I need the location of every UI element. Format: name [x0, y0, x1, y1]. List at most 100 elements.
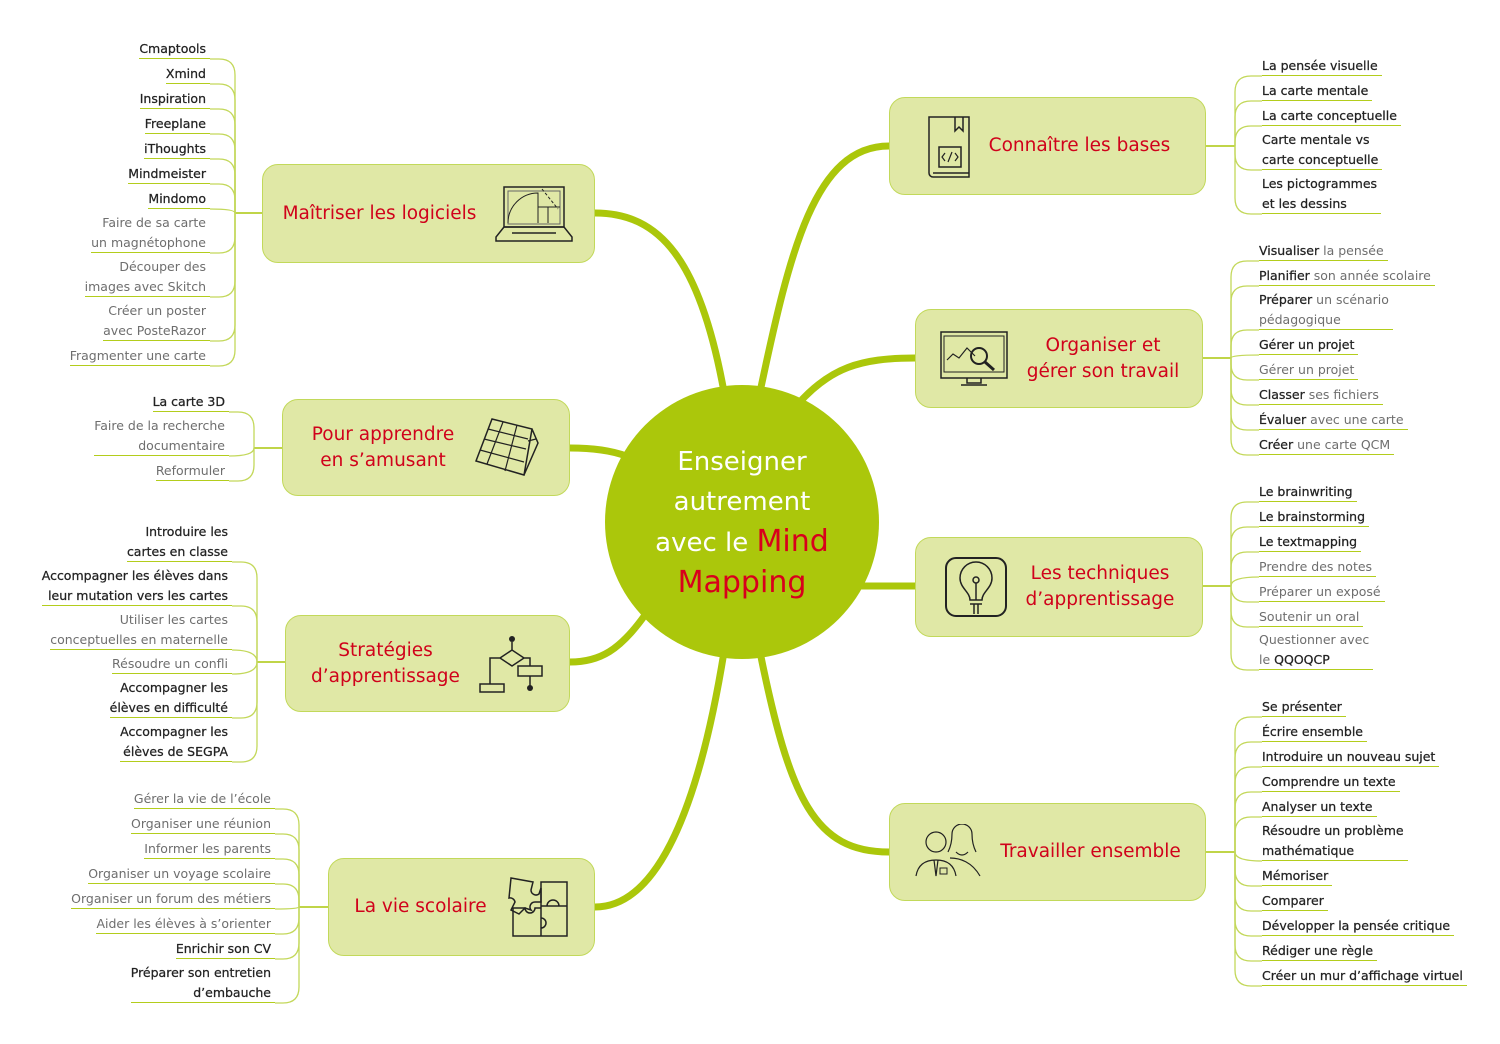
subtopic-text: Créer un mur d’affichage virtuel: [1262, 967, 1463, 983]
subtopic[interactable]: iThoughts: [144, 139, 210, 159]
subtopic[interactable]: Le textmapping: [1259, 532, 1362, 552]
subtopic-connector: [232, 662, 258, 719]
subtopic[interactable]: Les pictogrammes et les dessins: [1262, 174, 1382, 214]
central-highlight-mind: Mind: [756, 523, 829, 559]
subtopic-text: Le textmapping: [1259, 533, 1358, 549]
subtopic-text: Gérer un projet: [1259, 336, 1355, 352]
subtopic-connector: [1234, 766, 1262, 852]
flowchart-icon: [478, 635, 544, 693]
subtopic[interactable]: Visualiser la pensée: [1259, 241, 1388, 261]
subtopic[interactable]: La pensée visuelle: [1262, 56, 1382, 76]
subtopic[interactable]: Reformuler: [155, 461, 229, 481]
branch-connector-tip-strategies: [569, 614, 647, 664]
topic-logiciels[interactable]: Maîtriser les logiciels: [262, 164, 595, 263]
subtopic[interactable]: Informer les parents: [144, 839, 275, 859]
subtopic-connector: [232, 662, 258, 763]
subtopic[interactable]: Gérer la vie de l’école: [133, 789, 275, 809]
subtopic[interactable]: Mindmeister: [128, 164, 210, 184]
topic-amusant[interactable]: Pour apprendre en s’amusant: [282, 399, 570, 496]
subtopic[interactable]: Évaluer avec une carte: [1259, 410, 1408, 430]
subtopic[interactable]: Comparer: [1262, 891, 1328, 911]
subtopic-text: La carte mentale: [1262, 82, 1369, 98]
subtopic[interactable]: Faire de la recherche documentaire: [94, 416, 229, 456]
subtopic[interactable]: Organiser un voyage scolaire: [88, 864, 275, 884]
subtopic-text: Comparer: [1262, 892, 1324, 908]
subtopic[interactable]: Inspiration: [140, 89, 210, 109]
topic-strategies[interactable]: Stratégies d’apprentissage: [285, 615, 570, 712]
subtopic-connector: [1230, 358, 1259, 381]
subtopic-text: Comprendre un texte: [1262, 773, 1396, 789]
subtopic[interactable]: Accompagner les élèves de SEGPA: [120, 722, 232, 762]
subtopic[interactable]: La carte conceptuelle: [1262, 106, 1401, 126]
puzzle-icon: [505, 876, 569, 938]
subtopic[interactable]: Mémoriser: [1262, 866, 1333, 886]
subtopic[interactable]: Soutenir un oral: [1259, 607, 1364, 627]
subtopic[interactable]: Organiser un forum des métiers: [71, 889, 275, 909]
branch-connector-tip-travailler: [758, 651, 890, 854]
subtopic-connector: [1230, 260, 1259, 358]
topic-vie[interactable]: La vie scolaire: [328, 858, 595, 956]
subtopic[interactable]: La carte mentale: [1262, 81, 1373, 101]
subtopic[interactable]: Introduire un nouveau sujet: [1262, 747, 1440, 767]
subtopic[interactable]: Cmaptools: [139, 39, 210, 59]
subtopic-connector: [1234, 851, 1263, 862]
subtopic[interactable]: Rédiger une règle: [1262, 941, 1378, 961]
subtopic[interactable]: La carte 3D: [152, 392, 229, 412]
subtopic[interactable]: Questionner avec le QQOQCP: [1259, 630, 1374, 670]
branch-connector-travailler: [756, 648, 893, 856]
subtopic[interactable]: Créer une carte QCM: [1259, 435, 1395, 455]
subtopic[interactable]: Freeplane: [145, 114, 210, 134]
subtopic[interactable]: Gérer un projet: [1259, 335, 1359, 355]
subtopic[interactable]: Le brainstorming: [1259, 507, 1370, 527]
topic-techniques[interactable]: Les techniques d’apprentissage: [915, 537, 1203, 637]
subtopic[interactable]: Aider les élèves à s’orienter: [96, 914, 275, 934]
subtopic[interactable]: Préparer un exposé: [1259, 582, 1385, 602]
laptop-icon: [494, 185, 574, 243]
subtopic[interactable]: Gérer un projet: [1259, 360, 1359, 380]
subtopic[interactable]: Créer un mur d’affichage virtuel: [1262, 966, 1467, 986]
subtopic[interactable]: Planifier son année scolaire: [1259, 266, 1435, 286]
subtopic[interactable]: Résoudre un problème mathématique: [1262, 821, 1408, 861]
topic-label: Connaître les bases: [988, 135, 1171, 156]
subtopic-connector: [229, 448, 255, 482]
subtopic[interactable]: Analyser un texte: [1262, 797, 1377, 817]
subtopic[interactable]: Accompagner les élèves en difficulté: [109, 678, 232, 718]
topic-bases[interactable]: Connaître les bases: [889, 97, 1206, 195]
subtopic-text: Mémoriser: [1262, 867, 1329, 883]
subtopic-text: Enrichir son CV: [175, 940, 271, 956]
subtopic[interactable]: Enrichir son CV: [175, 939, 275, 959]
subtopic[interactable]: Introduire les cartes en classe: [127, 522, 232, 562]
subtopic[interactable]: Mindomo: [148, 189, 210, 209]
subtopic[interactable]: Classer ses fichiers: [1259, 385, 1383, 405]
subtopic[interactable]: Prendre des notes: [1259, 557, 1377, 577]
subtopic[interactable]: Se présenter: [1262, 697, 1346, 717]
subtopic[interactable]: Xmind: [166, 64, 210, 84]
subtopic[interactable]: Faire de sa carte un magnétophone: [91, 213, 210, 253]
subtopic[interactable]: Comprendre un texte: [1262, 772, 1400, 792]
subtopic[interactable]: Résoudre un confli: [112, 654, 232, 674]
subtopic[interactable]: Le brainwriting: [1259, 482, 1357, 502]
subtopic-connector: [1234, 100, 1262, 146]
subtopic[interactable]: Organiser une réunion: [130, 814, 275, 834]
central-topic[interactable]: Enseigner autrement avec le Mind Mapping: [605, 385, 879, 659]
subtopic-text: Classer: [1259, 386, 1305, 402]
subtopic[interactable]: Découper des images avec Skitch: [84, 257, 210, 297]
subtopic[interactable]: Écrire ensemble: [1262, 722, 1368, 742]
subtopic[interactable]: Préparer son entretien d’embauche: [131, 963, 275, 1003]
subtopic[interactable]: Fragmenter une carte: [69, 346, 210, 366]
central-highlight-mapping: Mapping: [677, 564, 807, 600]
subtopic-text: Analyser un texte: [1262, 798, 1373, 814]
subtopic[interactable]: Préparer un scénario pédagogique: [1259, 290, 1393, 330]
topic-organiser[interactable]: Organiser et gérer son travail: [915, 309, 1203, 408]
subtopic-connector: [275, 883, 300, 907]
subtopic[interactable]: Développer la pensée critique: [1262, 916, 1455, 936]
subtopic[interactable]: Accompagner les élèves dans leur mutatio…: [42, 566, 232, 606]
subtopic-text: Informer les parents: [144, 840, 271, 856]
subtopic[interactable]: Créer un poster avec PosteRazor: [103, 301, 210, 341]
topic-travailler[interactable]: Travailler ensemble: [889, 803, 1206, 901]
subtopic-text: un scénario pédagogique: [1259, 292, 1389, 327]
subtopic[interactable]: Utiliser les cartes conceptuelles en mat…: [50, 610, 232, 650]
subtopic[interactable]: Carte mentale vs carte conceptuelle: [1262, 130, 1383, 170]
subtopic-text: Écrire ensemble: [1262, 723, 1364, 739]
subtopic-text: Fragmenter une carte: [69, 347, 206, 363]
